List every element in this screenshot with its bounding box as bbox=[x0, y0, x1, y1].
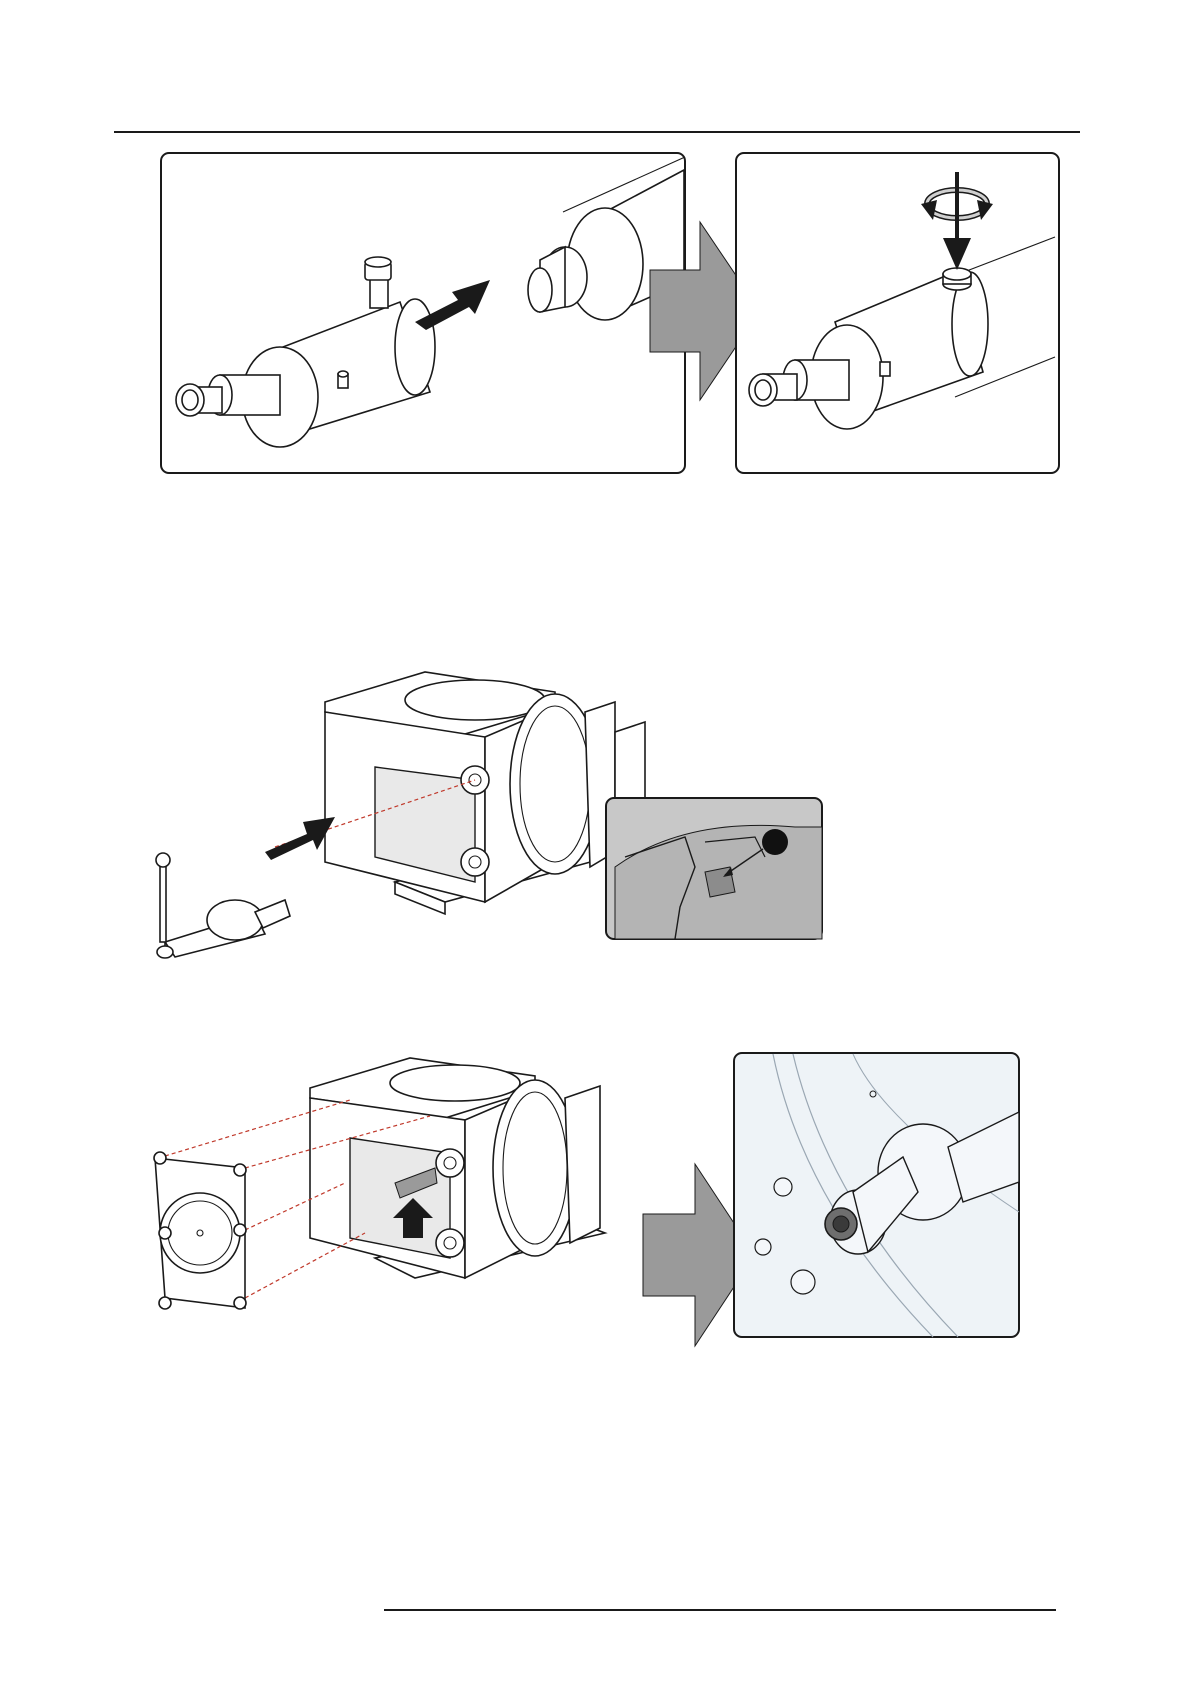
callout-marker bbox=[762, 829, 788, 855]
connector-before-panel bbox=[160, 152, 686, 474]
lamp-insertion-drawing bbox=[145, 672, 665, 942]
footer-rule bbox=[384, 1609, 1056, 1611]
figure-2 bbox=[0, 600, 1190, 940]
cover-plate-drawing bbox=[154, 1152, 246, 1309]
detail-callout bbox=[605, 797, 823, 940]
connector-after-panel bbox=[735, 152, 1060, 474]
figure-3 bbox=[0, 1050, 1190, 1350]
screw-detail-panel bbox=[733, 1052, 1020, 1339]
lamp-drawing bbox=[156, 853, 290, 958]
figure-1 bbox=[0, 0, 1190, 480]
cover-removal-drawing bbox=[145, 1058, 625, 1348]
